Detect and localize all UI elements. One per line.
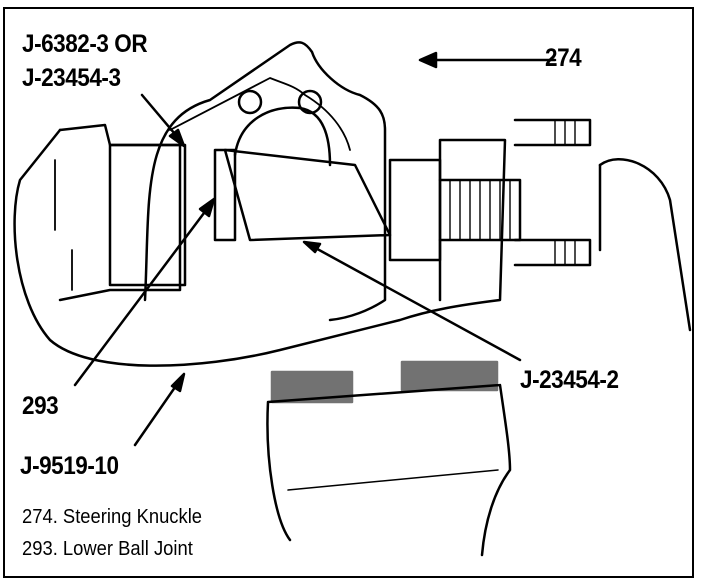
screw-block [388, 158, 442, 262]
axle-handle [598, 157, 692, 332]
label-part-293: 293 [22, 392, 59, 420]
label-part-274: 274 [545, 44, 582, 72]
arrow-head [418, 51, 438, 69]
steering-knuckle [143, 41, 387, 322]
arrow-head [170, 372, 186, 393]
ball-joint-293 [213, 148, 237, 242]
legend-item-293: 293. Lower Ball Joint [22, 538, 193, 560]
knuckle-inner [169, 77, 351, 151]
label-tool-j-6382-3: J-6382-3 OR [22, 30, 148, 58]
vise-jaw-knurl [400, 360, 499, 392]
press-frame-j-9519-10 [13, 128, 507, 367]
figure-frame [3, 7, 694, 578]
label-tool-j-9519-10: J-9519-10 [20, 452, 119, 480]
bolt-hole [237, 89, 263, 115]
adapter-j-23454-3 [108, 143, 187, 287]
press-frame-inner [58, 123, 182, 302]
arrow-head [168, 128, 186, 148]
bolt-hole [297, 89, 323, 115]
arrow-head [198, 197, 216, 218]
wheel-studs [513, 118, 592, 267]
arrow-head [302, 240, 322, 254]
leader-arrows [73, 51, 557, 447]
label-tool-j-23454-2: J-23454-2 [520, 366, 619, 394]
receiver-j-23454-2 [223, 148, 392, 242]
legend-item-274: 274. Steering Knuckle [22, 506, 203, 528]
vise [266, 383, 512, 557]
label-tool-j-23454-3: J-23454-3 [22, 64, 121, 92]
hub-bore [233, 106, 332, 167]
vise-jaw-knurl [270, 370, 354, 404]
